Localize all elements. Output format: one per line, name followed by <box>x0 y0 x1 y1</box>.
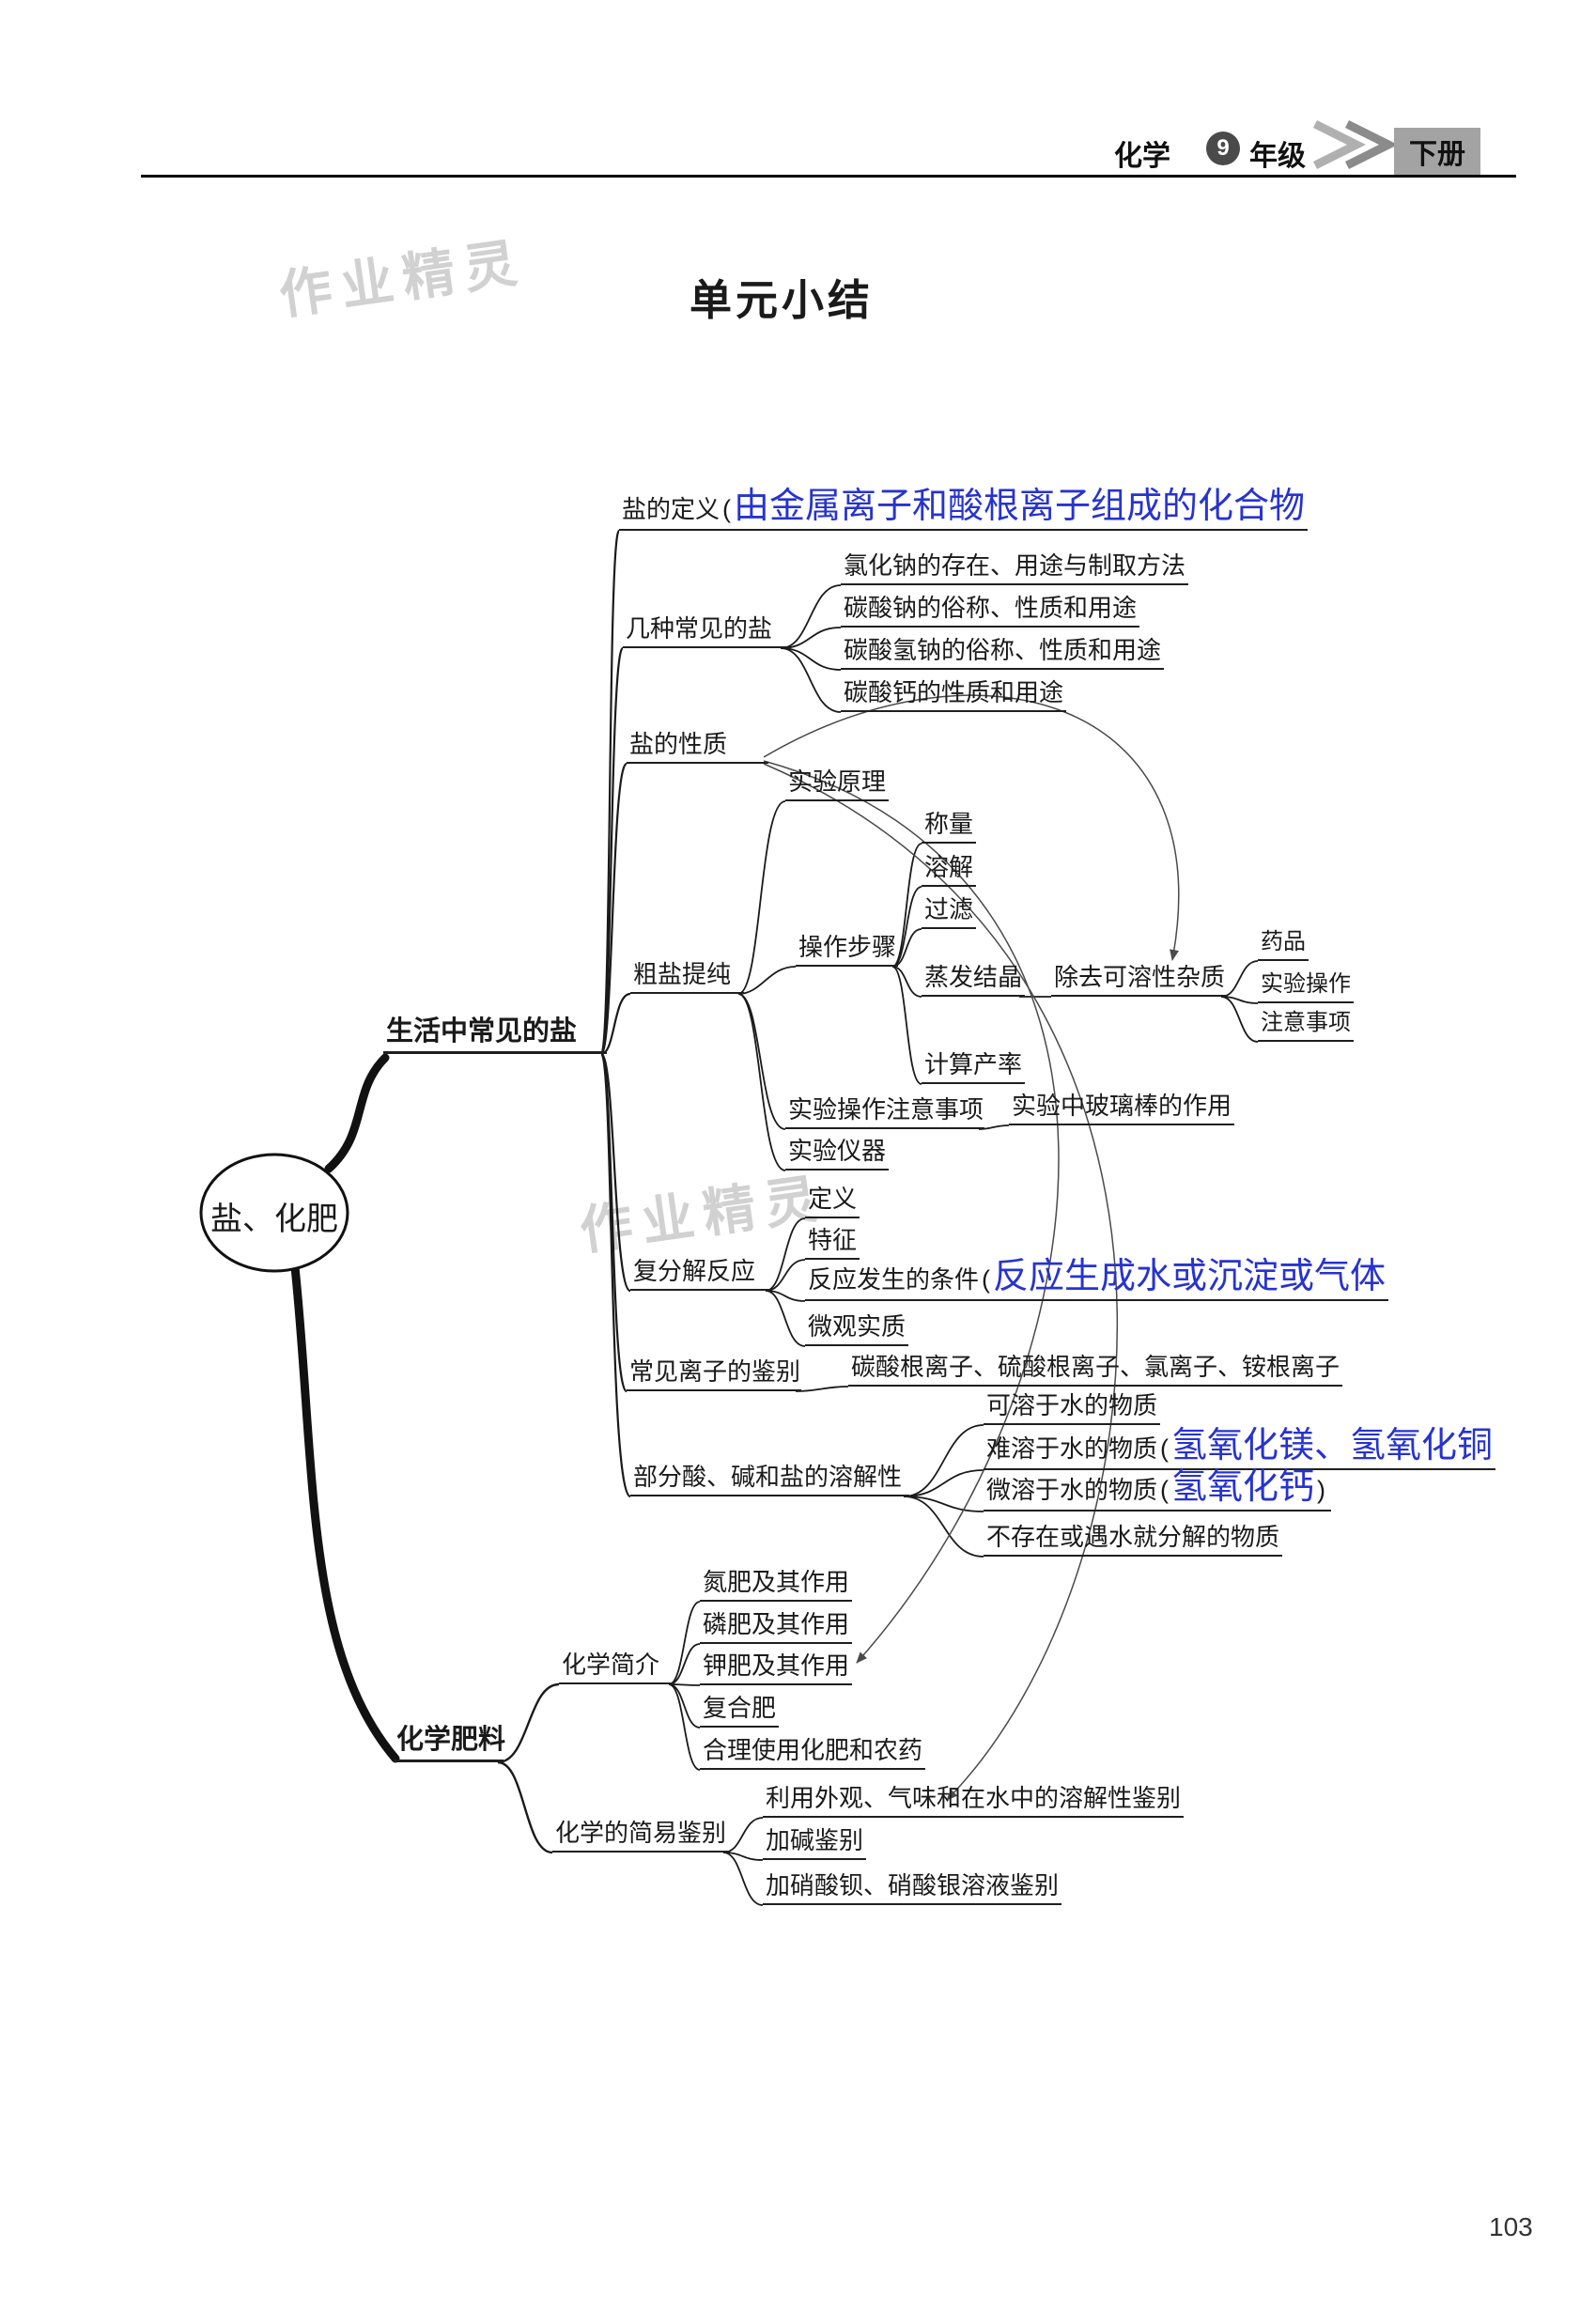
insoluble-value: 氢氧化镁、氢氧化铜 <box>1171 1426 1494 1466</box>
node-common-ion-identification: 常见离子的鉴别 <box>627 1357 801 1391</box>
node-dd-characteristics: 特征 <box>805 1225 860 1260</box>
page-number: 103 <box>1489 2212 1533 2241</box>
grade-badge: 9 <box>1206 132 1240 165</box>
page-title: 单元小结 <box>690 276 875 324</box>
header-rule <box>141 175 1516 178</box>
node-operation-precautions: 实验操作注意事项 <box>785 1094 984 1129</box>
node-experiment-apparatus: 实验仪器 <box>785 1136 890 1171</box>
node-dd-definition: 定义 <box>805 1184 860 1218</box>
node-solubility-of-acids-bases-salts: 部分酸、碱和盐的溶解性 <box>630 1462 909 1496</box>
node-potash-fertilizer: 钾肥及其作用 <box>700 1651 853 1685</box>
node-step-dissolving: 溶解 <box>922 852 977 887</box>
paren-open: ( <box>1160 1476 1170 1505</box>
node-unstable-substances: 不存在或遇水就分解的物质 <box>984 1522 1283 1557</box>
reference-arrow <box>763 760 1060 1664</box>
reaction-conditions-value: 反应生成水或沉淀或气体 <box>993 1257 1387 1297</box>
node-id-add-alkali: 加碱鉴别 <box>763 1825 867 1860</box>
node-fertilizer-intro: 化学简介 <box>559 1650 674 1684</box>
node-rational-use: 合理使用化肥和农药 <box>700 1735 926 1770</box>
node-step-filtering: 过滤 <box>922 894 977 929</box>
node-step-evaporation: 蒸发结晶 <box>922 962 1025 997</box>
node-experiment-operation: 实验操作 <box>1258 970 1354 1003</box>
node-soluble-substances: 可溶于水的物质 <box>984 1390 1161 1425</box>
node-experiment-principle: 实验原理 <box>785 767 890 801</box>
node-na2co3-properties: 碳酸钠的俗称、性质和用途 <box>841 593 1140 628</box>
node-glass-rod-role: 实验中玻璃棒的作用 <box>1009 1091 1235 1125</box>
node-precautions: 注意事项 <box>1258 1009 1354 1042</box>
root-branch-lines <box>290 1053 400 1763</box>
node-phosphate-fertilizer: 磷肥及其作用 <box>700 1609 853 1644</box>
slightly-soluble-label: 微溶于水的物质 <box>986 1476 1158 1505</box>
node-step-weighing: 称量 <box>922 809 977 844</box>
reference-arrow <box>763 763 1118 1801</box>
reaction-conditions-label: 反应发生的条件 <box>808 1265 980 1295</box>
node-reagents: 药品 <box>1258 928 1309 961</box>
node-nitrogen-fertilizer: 氮肥及其作用 <box>700 1567 853 1602</box>
salt-definition-value: 由金属离子和酸根离子组成的化合物 <box>734 487 1306 527</box>
node-operation-steps: 操作步骤 <box>796 932 898 967</box>
node-salt-definition: 盐的定义(由金属离子和酸根离子组成的化合物 <box>619 487 1309 531</box>
node-compound-fertilizer: 复合肥 <box>700 1693 780 1728</box>
root-ellipse <box>199 1153 349 1273</box>
reference-arrow <box>763 694 1180 961</box>
node-crude-salt-purification: 粗盐提纯 <box>630 959 744 994</box>
sub-connectors <box>497 584 1259 1906</box>
header-grade-label: 年级 <box>1249 141 1306 172</box>
node-slightly-soluble-substances: 微溶于水的物质(氢氧化钙) <box>984 1467 1332 1512</box>
branch1-connectors <box>599 529 632 1498</box>
double-chevron-icon <box>1312 119 1399 170</box>
node-dd-micro-essence: 微观实质 <box>805 1311 909 1346</box>
node-salt-properties: 盐的性质 <box>627 729 768 764</box>
paren-open: ( <box>722 495 732 524</box>
node-step-yield-calculation: 计算产率 <box>922 1049 1026 1084</box>
node-dd-reaction-conditions: 反应发生的条件(反应生成水或沉淀或气体 <box>805 1257 1389 1301</box>
node-id-add-barium-silver-nitrate: 加硝酸钡、硝酸银溶液鉴别 <box>763 1870 1062 1905</box>
slightly-soluble-value: 氢氧化钙 <box>1171 1467 1315 1508</box>
header-volume-tag: 下册 <box>1394 128 1480 175</box>
paren-close: ) <box>1317 1476 1326 1505</box>
reference-arrows <box>763 694 1180 1801</box>
paren-open: ( <box>1160 1434 1170 1464</box>
node-common-salts-in-life: 生活中常见的盐 <box>383 1015 607 1054</box>
node-double-decomposition: 复分解反应 <box>630 1256 771 1291</box>
paren-open: ( <box>982 1265 991 1295</box>
node-insoluble-substances: 难溶于水的物质(氢氧化镁、氢氧化铜 <box>984 1426 1496 1470</box>
node-simple-identification: 化学的简易鉴别 <box>552 1818 729 1853</box>
node-chemical-fertilizers: 化学肥料 <box>394 1723 505 1762</box>
node-id-appearance-odor-solubility: 利用外观、气味和在水中的溶解性鉴别 <box>763 1783 1185 1818</box>
node-nahco3-properties: 碳酸氢钠的俗称、性质和用途 <box>841 635 1165 670</box>
node-root-salt-fertilizer: 盐、化肥 <box>210 1202 338 1237</box>
node-remove-soluble-impurities: 除去可溶性杂质 <box>1051 962 1227 997</box>
insoluble-label: 难溶于水的物质 <box>986 1434 1158 1464</box>
node-several-common-salts: 几种常见的盐 <box>623 613 786 648</box>
node-caco3-properties: 碳酸钙的性质和用途 <box>841 677 1067 712</box>
salt-definition-label: 盐的定义 <box>622 495 721 524</box>
node-ion-list: 碳酸根离子、硫酸根离子、氯离子、铵根离子 <box>848 1352 1343 1387</box>
node-nacl-uses: 氯化钠的存在、用途与制取方法 <box>841 550 1189 585</box>
header-subject: 化学 <box>1114 141 1170 172</box>
